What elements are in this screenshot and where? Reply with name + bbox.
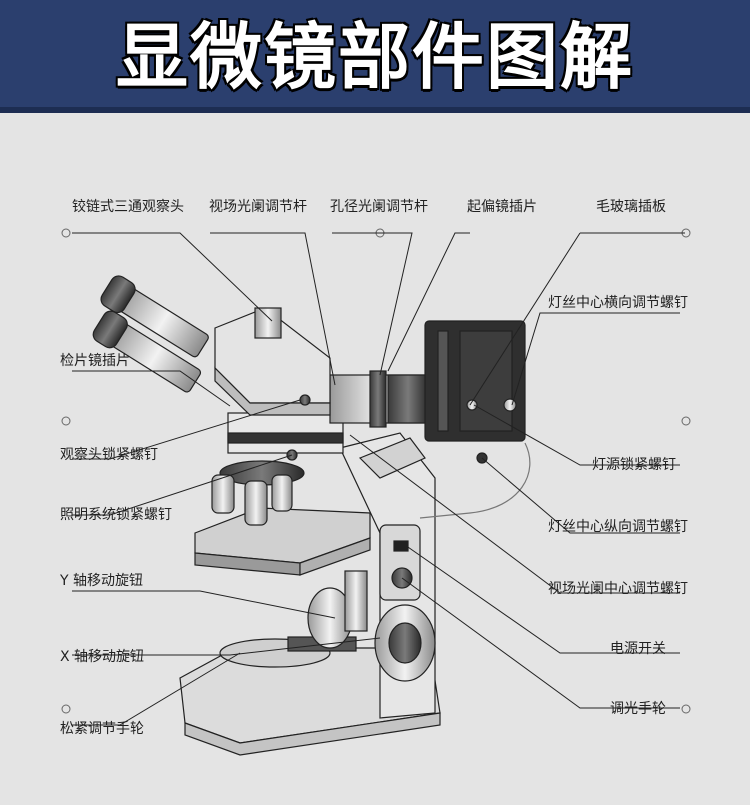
- microscope-drawing: [92, 275, 531, 756]
- label-field-diaphragm-rod: 视场光阑调节杆: [209, 199, 307, 215]
- label-hinged-trinocular-head: 铰链式三通观察头: [72, 198, 184, 215]
- page-title: 显微镜部件图解: [115, 13, 634, 99]
- label-filament-vertical-screw: 灯丝中心纵向调节螺钉: [548, 519, 688, 535]
- label-power-switch: 电源开关: [610, 641, 666, 657]
- label-analyzer-slider: 检片镜插片: [60, 353, 130, 369]
- label-polarizer-slider: 起偏镜插片: [467, 199, 537, 215]
- leader-lines: [72, 232, 685, 726]
- label-illumination-lock-screw: 照明系统锁紧螺钉: [60, 507, 172, 523]
- label-ground-glass-slider: 毛玻璃插板: [596, 198, 666, 215]
- microscope-diagram: 铰链式三通观察头 视场光阑调节杆 孔径光阑调节杆 起偏镜插片 毛玻璃插板 检片镜…: [0, 113, 750, 801]
- label-dimmer-wheel: 调光手轮: [610, 701, 666, 717]
- label-x-axis-knob: X 轴移动旋钮: [60, 649, 144, 665]
- header-underline: [0, 107, 750, 113]
- label-aperture-diaphragm-rod: 孔径光阑调节杆: [330, 199, 428, 215]
- label-lamp-lock-screw: 灯源锁紧螺钉: [592, 457, 676, 473]
- diagram-svg: 铰链式三通观察头 视场光阑调节杆 孔径光阑调节杆 起偏镜插片 毛玻璃插板 检片镜…: [59, 198, 691, 756]
- part-labels: 铰链式三通观察头 视场光阑调节杆 孔径光阑调节杆 起偏镜插片 毛玻璃插板 检片镜…: [59, 198, 688, 737]
- label-tension-wheel: 松紧调节手轮: [60, 721, 144, 737]
- label-filament-horizontal-screw: 灯丝中心横向调节螺钉: [548, 295, 688, 311]
- label-head-lock-screw: 观察头锁紧螺钉: [60, 446, 158, 463]
- label-field-center-screw: 视场光阑中心调节螺钉: [548, 581, 688, 597]
- header-banner: 显微镜部件图解: [0, 0, 750, 113]
- label-y-axis-knob: Y 轴移动旋钮: [59, 573, 143, 589]
